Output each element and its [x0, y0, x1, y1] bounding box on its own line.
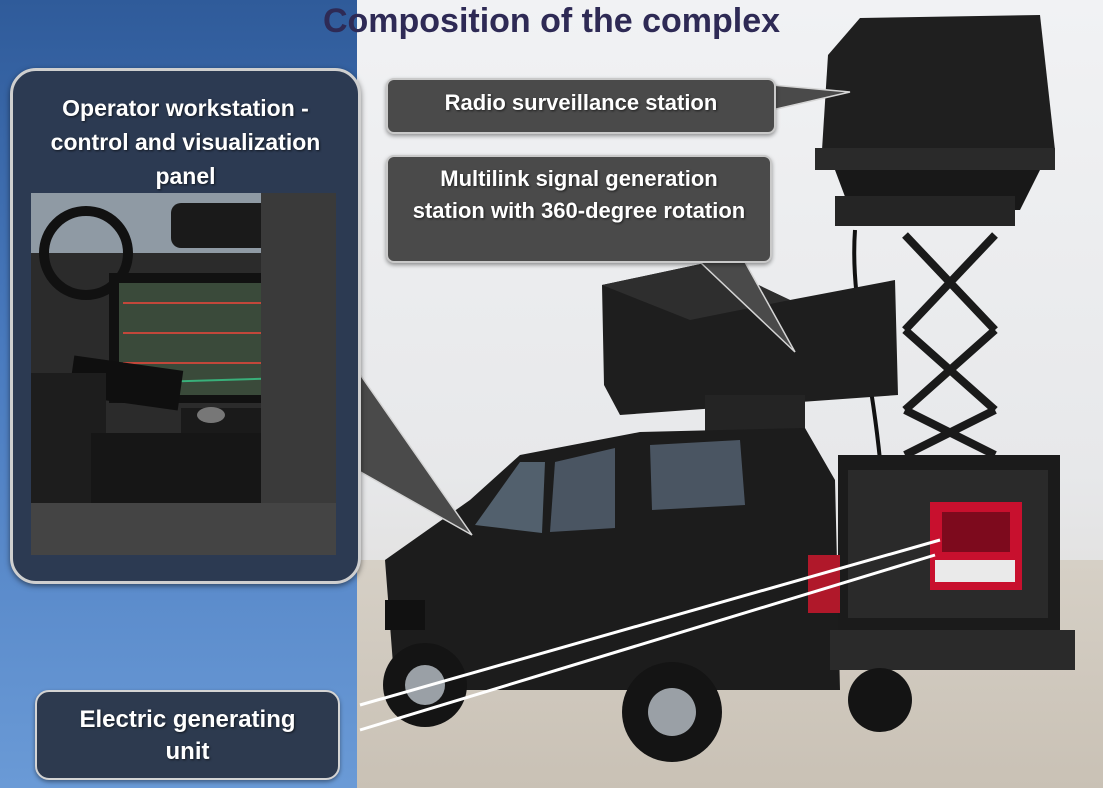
scissor-lift: [902, 232, 998, 459]
radio-surveillance-label: Radio surveillance station: [444, 90, 718, 115]
vehicle-photo: [357, 15, 1075, 762]
radio-station-unit: [815, 15, 1055, 226]
truck-body: [385, 428, 1075, 690]
operator-workstation-panel: Operator workstation - control and visua…: [10, 68, 361, 584]
wheels: [383, 643, 912, 762]
generator-callout: Electric generating unit: [35, 690, 340, 780]
operator-workstation-label: Operator workstation - control and visua…: [50, 95, 321, 189]
multilink-callout: Multilink signal generation station with…: [386, 155, 772, 263]
multilink-label: Multilink signal generation station with…: [412, 166, 746, 223]
slide-title: Composition of the complex: [322, 2, 781, 40]
radio-surveillance-callout: Radio surveillance station: [386, 78, 776, 134]
cab-interior-photo: [31, 193, 336, 555]
cargo-frame: [838, 455, 1060, 630]
generator-label: Electric generating unit: [79, 706, 296, 765]
callout-wedges: [357, 84, 851, 536]
callout-pointers: [359, 538, 941, 732]
